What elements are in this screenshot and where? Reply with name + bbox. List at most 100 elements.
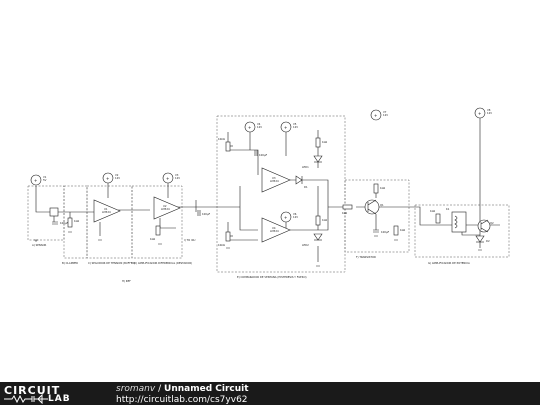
logo-circuit-icon bbox=[4, 394, 48, 404]
svg-text:LED2: LED2 bbox=[302, 243, 309, 247]
label-clamp: B) CLAMPER bbox=[62, 261, 78, 265]
meta-separator: / bbox=[158, 384, 162, 394]
svg-text:100µF: 100µF bbox=[202, 212, 211, 216]
svg-text:V2: V2 bbox=[115, 173, 119, 177]
resistor-r5[interactable]: 1kΩ bbox=[342, 204, 353, 215]
capacitor-c2[interactable]: 100µF bbox=[197, 210, 211, 216]
svg-text:+: + bbox=[34, 178, 37, 183]
svg-text:+: + bbox=[478, 111, 481, 116]
capacitor-c4[interactable]: 100µF bbox=[373, 229, 390, 234]
svg-text:12V: 12V bbox=[115, 176, 120, 180]
svg-text:1kΩ: 1kΩ bbox=[322, 218, 327, 222]
transistor-q2[interactable]: Q2 bbox=[477, 219, 494, 233]
svg-text:+: + bbox=[248, 125, 251, 130]
svg-text:LM324: LM324 bbox=[270, 179, 279, 183]
resistor-r4[interactable]: 1kΩ bbox=[315, 215, 327, 226]
svg-text:V6: V6 bbox=[293, 212, 297, 216]
capacitor-c3[interactable]: 100µF bbox=[254, 150, 268, 157]
voltage-source-v8[interactable]: + V8 12V bbox=[474, 107, 492, 119]
led-led2[interactable]: LED2 bbox=[302, 233, 323, 247]
label-output-v: I) TO I4U bbox=[184, 238, 195, 242]
svg-text:LM324: LM324 bbox=[102, 210, 111, 214]
label-ref: H) REF bbox=[122, 279, 131, 283]
svg-text:12V: 12V bbox=[175, 176, 180, 180]
ground-symbols bbox=[34, 231, 482, 267]
resistor-r2[interactable]: 1kΩ bbox=[150, 225, 161, 241]
voltage-source-v4[interactable]: + V4 12V bbox=[244, 121, 262, 133]
svg-text:LM324: LM324 bbox=[161, 207, 170, 211]
opamp-u2[interactable]: U2 LM324 bbox=[153, 196, 181, 220]
capacitor-c1[interactable]: 100µF bbox=[52, 221, 69, 225]
resistor-r3[interactable]: 1kΩ bbox=[315, 137, 327, 148]
author-link[interactable]: sromanv bbox=[116, 384, 156, 394]
diode-d2[interactable]: D2 bbox=[475, 235, 490, 243]
svg-text:U3: U3 bbox=[272, 176, 276, 180]
svg-text:1kΩ: 1kΩ bbox=[400, 228, 405, 232]
schematic-canvas: + V1 5V + V2 12V + V3 12V + V4 12V + V5 … bbox=[27, 107, 510, 283]
signal-wire-refs bbox=[227, 132, 259, 241]
sensor-switch[interactable] bbox=[49, 207, 59, 217]
svg-text:D2: D2 bbox=[486, 239, 490, 243]
block-amp-diff bbox=[131, 185, 183, 259]
relay-k1[interactable]: K1 bbox=[446, 207, 467, 233]
voltage-source-v2[interactable]: + V2 12V bbox=[102, 172, 120, 184]
svg-text:+: + bbox=[284, 215, 287, 220]
svg-text:+: + bbox=[374, 113, 377, 118]
svg-text:1kΩ: 1kΩ bbox=[342, 211, 347, 215]
block-power bbox=[414, 204, 510, 258]
block-transistor bbox=[344, 179, 410, 253]
svg-text:12V: 12V bbox=[487, 111, 492, 115]
opamp-u4[interactable]: U4 LM324 bbox=[261, 217, 291, 243]
voltage-source-v7[interactable]: + V7 12V bbox=[370, 109, 388, 121]
circuit-meta: sromanv / Unnamed Circuit http://circuit… bbox=[116, 384, 249, 405]
svg-text:V4: V4 bbox=[257, 122, 261, 126]
svg-text:+: + bbox=[106, 176, 109, 181]
circuit-title: Unnamed Circuit bbox=[164, 384, 249, 394]
svg-text:5V: 5V bbox=[43, 178, 47, 182]
svg-text:1kΩ: 1kΩ bbox=[380, 186, 385, 190]
svg-text:12V: 12V bbox=[257, 125, 262, 129]
voltage-source-v1[interactable]: + V1 5V bbox=[30, 174, 47, 186]
opamp-u3[interactable]: U3 LM324 bbox=[261, 167, 291, 193]
svg-text:U2: U2 bbox=[163, 204, 167, 208]
logo-text-top: CIRCUIT bbox=[4, 384, 61, 397]
label-sensor: A) SENSOR bbox=[32, 243, 47, 247]
label-amp-diff: D) AMPLIFICADOR DIFERENCIAL (RESTADOR) bbox=[134, 261, 192, 265]
block-clamp bbox=[63, 185, 88, 259]
svg-text:+: + bbox=[284, 125, 287, 130]
svg-text:V7: V7 bbox=[383, 110, 387, 114]
svg-text:10kΩ: 10kΩ bbox=[218, 243, 225, 247]
circuit-url-link[interactable]: http://circuitlab.com/cs7yv62 bbox=[116, 394, 248, 405]
resistor-r7[interactable]: 1kΩ bbox=[393, 225, 405, 236]
svg-text:12V: 12V bbox=[293, 215, 298, 219]
svg-text:V8: V8 bbox=[487, 108, 491, 112]
svg-text:+: + bbox=[166, 176, 169, 181]
voltage-source-v6[interactable]: + V6 12V bbox=[280, 211, 298, 223]
svg-text:V1: V1 bbox=[43, 175, 47, 179]
svg-text:Q2: Q2 bbox=[490, 221, 494, 225]
svg-text:1kΩ: 1kΩ bbox=[150, 237, 155, 241]
svg-text:100µF: 100µF bbox=[60, 221, 69, 225]
transistor-q1[interactable]: Q1 bbox=[364, 199, 384, 215]
svg-text:V5: V5 bbox=[293, 122, 297, 126]
opamp-u1[interactable]: U1 LM324 bbox=[93, 199, 121, 223]
label-comparator: E) COMPARADOR DE VENTANA (HISTERESIS Y F… bbox=[237, 275, 307, 279]
resistor-r1[interactable]: 1kΩ bbox=[67, 217, 79, 228]
circuitlab-logo[interactable]: CIRCUIT LAB bbox=[4, 384, 94, 404]
label-transistor: F) TRANSISTOR bbox=[356, 255, 376, 259]
resistor-r6[interactable]: 1kΩ bbox=[373, 183, 385, 194]
svg-text:LED1: LED1 bbox=[302, 165, 309, 169]
led-led1[interactable]: LED1 bbox=[302, 155, 323, 169]
svg-text:1kΩ: 1kΩ bbox=[74, 219, 79, 223]
logo-text-bottom: LAB bbox=[48, 394, 71, 404]
svg-text:LM324: LM324 bbox=[270, 229, 279, 233]
voltage-source-v5[interactable]: + V5 12V bbox=[280, 121, 298, 133]
resistor-r8[interactable]: 1kΩ bbox=[430, 209, 441, 224]
diode-d1[interactable]: D1 bbox=[295, 175, 308, 189]
voltage-source-v3[interactable]: + V3 12V bbox=[162, 172, 180, 184]
block-sensor bbox=[27, 185, 65, 241]
svg-text:10kΩ: 10kΩ bbox=[218, 137, 225, 141]
block-comparator bbox=[216, 115, 346, 273]
potentiometer-p2[interactable]: 10kΩ bbox=[218, 231, 233, 247]
potentiometer-p1[interactable]: 10kΩ bbox=[218, 137, 233, 152]
